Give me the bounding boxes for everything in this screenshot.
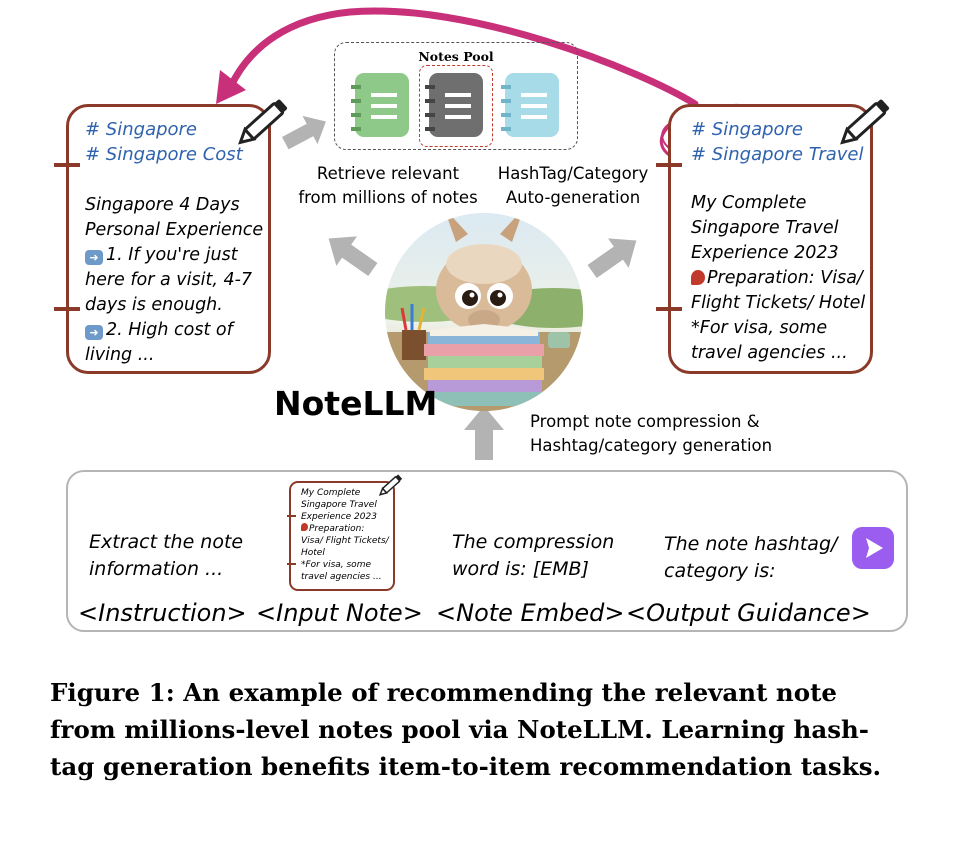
left-note-card: # Singapore # Singapore Cost Singapore 4… xyxy=(66,104,271,374)
notebook-icon xyxy=(501,73,559,137)
right-hashtag: # Singapore Travel xyxy=(691,144,864,165)
binder-tick xyxy=(287,563,296,565)
right-note-card: # Singapore # Singapore Travel My Comple… xyxy=(668,104,873,374)
right-hashtag: # Singapore xyxy=(691,119,804,140)
mini-note-line: Singapore Travel xyxy=(301,500,377,510)
right-note-line: Singapore Travel xyxy=(691,218,839,238)
notebook-icon xyxy=(351,73,409,137)
binder-tick xyxy=(54,163,80,167)
arrow-icon: ➜ xyxy=(85,325,103,340)
input-note-card: My Complete Singapore Travel Experience … xyxy=(287,481,395,591)
pencil-icon xyxy=(378,474,403,496)
hashtag-generation-label: HashTag/Category Auto-generation xyxy=(497,164,649,207)
segment-note-embed: <Note Embed> xyxy=(436,599,625,627)
left-hashtag: # Singapore xyxy=(85,119,198,140)
mini-note-line: Preparation: xyxy=(309,524,365,534)
left-note-line: 1. If you're just xyxy=(106,245,238,265)
selected-note-frame xyxy=(419,65,493,147)
right-note-line: travel agencies ... xyxy=(691,343,848,363)
mini-note-line: Visa/ Flight Tickets/ xyxy=(301,536,389,546)
binder-tick xyxy=(287,515,296,517)
mini-note-line: Experience 2023 xyxy=(301,512,377,522)
binder-tick xyxy=(656,163,682,167)
mini-note-line: My Complete xyxy=(301,488,361,498)
instruction-text: Extract the note information ... xyxy=(89,531,244,580)
left-note-line: Personal Experience xyxy=(85,220,264,240)
mini-note-line: Hotel xyxy=(301,548,325,558)
left-note-line: 2. High cost of xyxy=(106,320,233,340)
segment-input-note: <Input Note> xyxy=(256,599,423,627)
left-note-line: Singapore 4 Days xyxy=(85,195,240,215)
mini-note-line: travel agencies ... xyxy=(301,572,382,582)
right-note-line: Preparation: Visa/ xyxy=(707,268,863,288)
right-note-line: My Complete xyxy=(691,193,807,213)
left-note-line: living ... xyxy=(85,345,155,365)
llama-illustration xyxy=(385,213,583,411)
retrieve-label: Retrieve relevant from millions of notes xyxy=(298,164,478,207)
left-note-line: days is enough. xyxy=(85,295,223,315)
pencil-icon xyxy=(238,99,288,145)
pin-icon xyxy=(691,270,705,285)
right-note-line: *For visa, some xyxy=(691,318,828,338)
pencil-icon xyxy=(840,99,890,145)
send-icon xyxy=(852,527,894,569)
pin-icon xyxy=(301,523,308,531)
right-note-line: Experience 2023 xyxy=(691,243,839,263)
compression-text: The compression word is: [EMB] xyxy=(452,531,615,580)
model-name: NoteLLM xyxy=(274,384,438,423)
binder-tick xyxy=(54,307,80,311)
right-note-line: Flight Tickets/ Hotel xyxy=(691,293,866,313)
prompt-template-box xyxy=(66,470,908,632)
notes-pool: Notes Pool xyxy=(334,42,578,150)
left-hashtag: # Singapore Cost xyxy=(85,144,243,165)
output-guidance-text: The note hashtag/ category is: xyxy=(664,533,838,582)
notes-pool-title: Notes Pool xyxy=(418,49,494,64)
binder-tick xyxy=(656,307,682,311)
left-note-line: here for a visit, 4-7 xyxy=(85,270,253,290)
mini-note-line: *For visa, some xyxy=(301,560,371,570)
prompt-label: Prompt note compression & Hashtag/catego… xyxy=(530,412,773,455)
notebook-icon xyxy=(425,73,483,137)
segment-instruction: <Instruction> xyxy=(78,599,247,627)
arrow-icon: ➜ xyxy=(85,250,103,265)
segment-output-guidance: <Output Guidance> xyxy=(626,599,871,627)
figure-caption: Figure 1: An example of recommending the… xyxy=(50,678,882,781)
